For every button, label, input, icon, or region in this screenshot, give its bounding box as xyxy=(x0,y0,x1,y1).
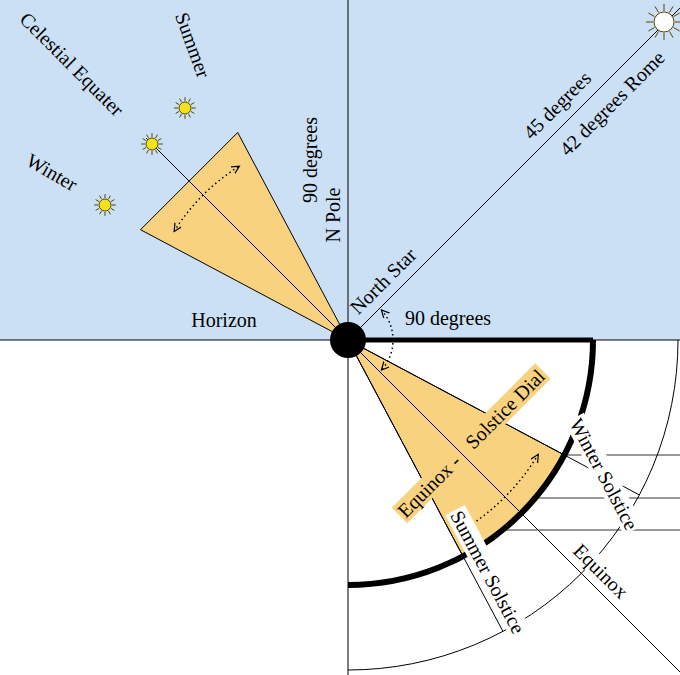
dotted-arrow xyxy=(174,166,239,231)
noon-sun xyxy=(646,4,680,40)
outer-arc xyxy=(348,340,678,670)
sun-ray xyxy=(675,22,680,23)
axis-label: N Pole xyxy=(322,186,344,245)
sun-ray xyxy=(648,13,654,17)
sun-ray xyxy=(648,28,654,32)
sun-ray xyxy=(143,139,146,141)
winter-sun xyxy=(94,194,116,216)
sun-disc xyxy=(99,199,111,211)
sun-ray xyxy=(189,99,191,102)
sun-ray xyxy=(191,103,194,105)
sky-ground xyxy=(0,0,680,340)
north-star-line xyxy=(348,8,680,340)
summer-sun xyxy=(174,97,196,119)
sun-ray xyxy=(180,114,182,117)
sun-ray xyxy=(176,103,179,105)
axis-label: Horizon xyxy=(189,309,259,331)
sun-ray xyxy=(189,114,191,117)
sun-ray xyxy=(152,151,153,155)
equinox-sun xyxy=(141,133,163,155)
sun-ray xyxy=(655,32,659,38)
sun-ray xyxy=(185,97,186,101)
sun-ray xyxy=(158,139,161,141)
sun-ray xyxy=(147,135,149,138)
sun-ray xyxy=(96,200,99,202)
sun-disc xyxy=(146,138,158,150)
sun-ray xyxy=(105,212,106,216)
angle-label: 90 degrees xyxy=(299,115,321,205)
sun-ray xyxy=(158,148,161,150)
sun-ray xyxy=(670,6,674,12)
sun-ray xyxy=(664,4,665,11)
angle-label: 90 degrees xyxy=(403,307,493,329)
sun-ray xyxy=(112,205,116,206)
celestial-equator-line xyxy=(146,138,680,672)
sun-ray xyxy=(141,144,145,145)
sun-ray xyxy=(156,135,158,138)
summer-solstice-line xyxy=(348,340,503,631)
sun-ray xyxy=(152,133,153,137)
gnomon-dot xyxy=(330,322,366,358)
sun-ray xyxy=(646,22,653,23)
sun-ray xyxy=(185,115,186,119)
scale-line xyxy=(503,530,680,531)
sun-ray xyxy=(180,99,182,102)
dotted-arrow xyxy=(381,310,393,370)
sun-ray xyxy=(111,200,114,202)
sun-ray xyxy=(191,112,194,114)
sun-ray xyxy=(96,209,99,211)
sun-ray xyxy=(655,6,659,12)
sun-ray xyxy=(664,33,665,40)
sun-ray xyxy=(94,205,98,206)
sun-ray xyxy=(174,108,178,109)
solstice-label: Winter Solstice xyxy=(564,413,643,536)
sun-ray xyxy=(176,112,179,114)
sun-ray xyxy=(105,194,106,198)
dial-base xyxy=(348,338,593,343)
sun-ray xyxy=(109,196,111,199)
sun-ray xyxy=(100,196,102,199)
sun-ray xyxy=(100,211,102,214)
sun-ray xyxy=(674,13,680,17)
sun-ray xyxy=(156,150,158,153)
sun-disc xyxy=(179,102,191,114)
sun-ray xyxy=(192,108,196,109)
sun-ray xyxy=(111,209,114,211)
sun-ray xyxy=(674,28,680,32)
equinox-label: Equinox xyxy=(568,538,634,604)
sun-ray xyxy=(670,32,674,38)
sun-disc xyxy=(654,12,674,32)
sun-ray xyxy=(147,150,149,153)
sun-ray xyxy=(109,211,111,214)
sun-ray xyxy=(143,148,146,150)
sun-ray xyxy=(159,144,163,145)
dotted-arrow xyxy=(462,454,538,530)
